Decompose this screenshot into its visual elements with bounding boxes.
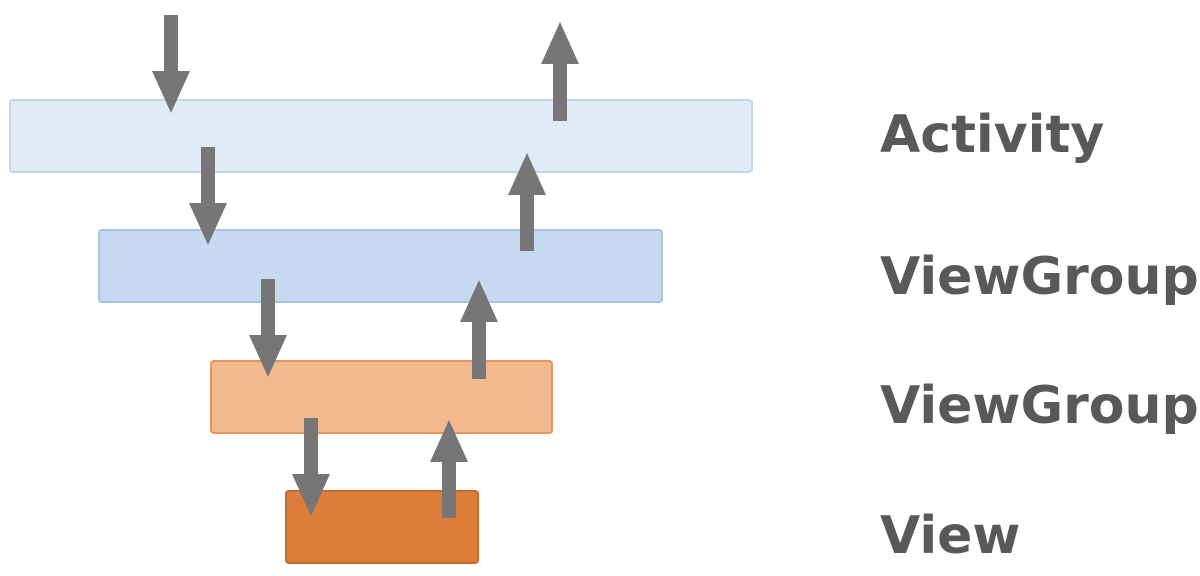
viewgroup-outer-layer-bar (98, 229, 663, 303)
viewgroup-outer-label: ViewGroup (880, 247, 1199, 307)
viewgroup-inner-layer-bar (210, 360, 553, 434)
view-layer-bar (285, 490, 479, 564)
down-arrow-icon (249, 279, 287, 377)
up-arrow-icon (430, 420, 468, 518)
viewgroup-inner-label: ViewGroup (880, 376, 1199, 436)
up-arrow-icon (460, 280, 498, 379)
down-arrow-icon (189, 147, 227, 245)
view-label: View (880, 506, 1020, 566)
up-arrow-icon (541, 22, 579, 121)
activity-layer-bar (9, 99, 753, 173)
activity-label: Activity (880, 105, 1104, 165)
up-arrow-icon (508, 153, 546, 251)
down-arrow-icon (152, 15, 190, 113)
down-arrow-icon (292, 418, 330, 516)
